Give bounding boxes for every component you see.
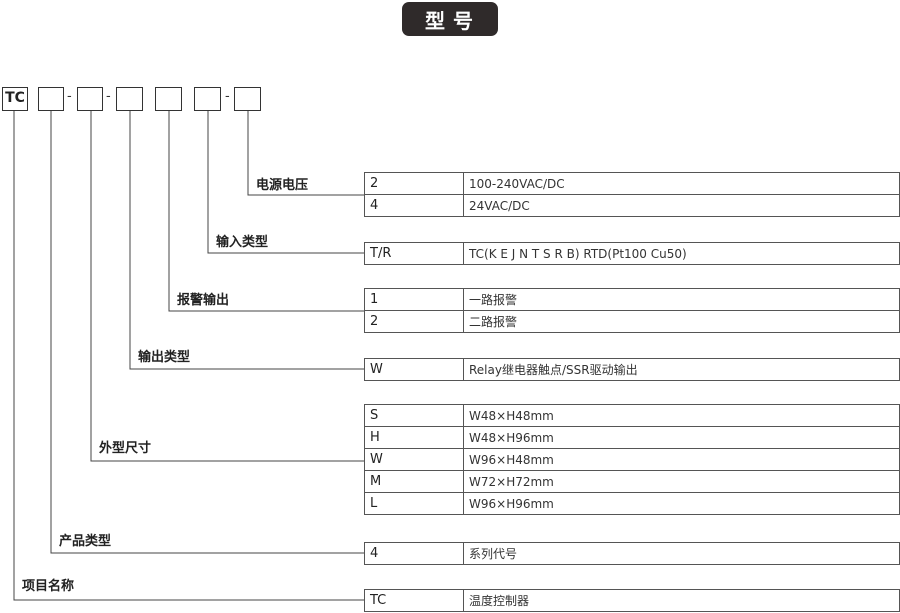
option-code: W (364, 358, 464, 381)
option-desc: 100-240VAC/DC (463, 172, 900, 195)
option-desc: 一路报警 (463, 288, 900, 311)
option-desc: Relay继电器触点/SSR驱动输出 (463, 358, 900, 381)
connector-power (247, 111, 364, 196)
category-label-input: 输入类型 (216, 235, 269, 250)
option-desc: 系列代号 (463, 542, 900, 565)
code-box-product (38, 87, 64, 111)
code-box-power (234, 87, 261, 111)
code-box-size (77, 87, 103, 111)
connector-size (90, 111, 364, 462)
option-code: H (364, 426, 464, 449)
option-code: W (364, 448, 464, 471)
code-box-output (116, 87, 143, 111)
dash-separator: - (106, 89, 111, 104)
code-box-alarm (155, 87, 182, 111)
category-label-output: 输出类型 (138, 350, 191, 365)
option-code: T/R (364, 242, 464, 265)
option-code: L (364, 492, 464, 515)
option-desc: TC(K E J N T S R B) RTD(Pt100 Cu50) (463, 242, 900, 265)
option-desc: W96×H48mm (463, 448, 900, 471)
option-code: TC (364, 589, 464, 612)
page-title: 型号 (402, 2, 498, 36)
category-label-product: 产品类型 (59, 534, 112, 549)
option-desc: W72×H72mm (463, 470, 900, 493)
category-label-alarm: 报警输出 (177, 293, 230, 308)
option-desc: W96×H96mm (463, 492, 900, 515)
connector-alarm (168, 111, 364, 312)
option-desc: W48×H48mm (463, 404, 900, 427)
option-code: 2 (364, 172, 464, 195)
connector-item (13, 111, 364, 601)
model-prefix: TC (2, 87, 28, 111)
dash-separator: - (225, 89, 230, 104)
connector-output (129, 111, 364, 370)
option-code: 1 (364, 288, 464, 311)
category-label-item: 项目名称 (22, 579, 75, 594)
option-desc: 温度控制器 (463, 589, 900, 612)
option-code: 4 (364, 542, 464, 565)
option-desc: W48×H96mm (463, 426, 900, 449)
connector-input (207, 111, 364, 254)
option-code: S (364, 404, 464, 427)
option-desc: 24VAC/DC (463, 194, 900, 217)
option-desc: 二路报警 (463, 310, 900, 333)
dash-separator: - (67, 89, 72, 104)
connector-product (50, 111, 364, 554)
category-label-power: 电源电压 (256, 178, 309, 193)
option-code: M (364, 470, 464, 493)
category-label-size: 外型尺寸 (99, 441, 152, 456)
option-code: 4 (364, 194, 464, 217)
option-code: 2 (364, 310, 464, 333)
code-box-input (194, 87, 221, 111)
